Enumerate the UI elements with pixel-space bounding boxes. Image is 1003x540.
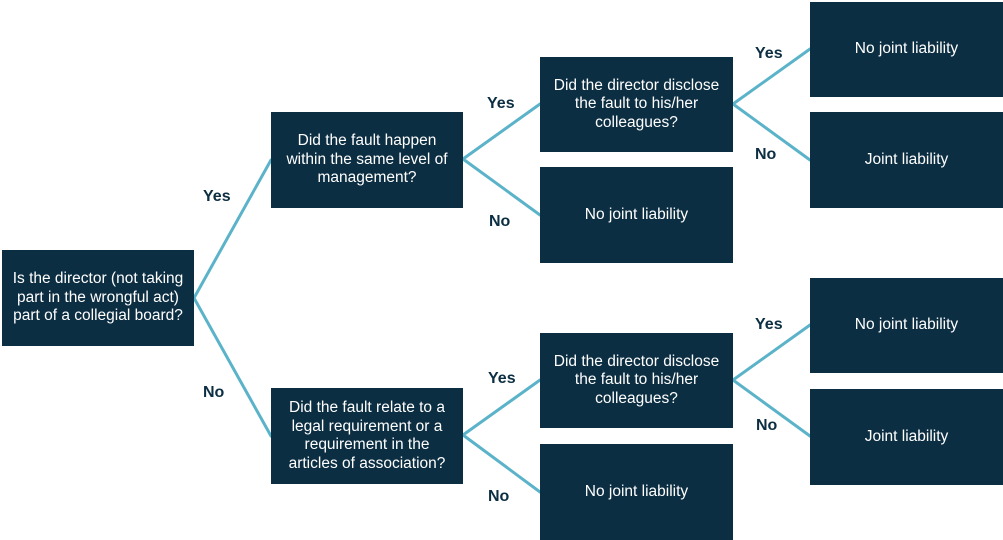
label-legal-req-no: No	[488, 488, 510, 505]
outcome-text: No joint liability	[584, 482, 689, 500]
label-same-level-no: No	[489, 213, 511, 230]
label-disclose-bottom-yes: Yes	[755, 316, 783, 333]
label-disclose-top-no: No	[755, 146, 777, 163]
question-same-level-management: Did the fault happen within the same lev…	[271, 112, 463, 208]
question-disclose-bottom-text: Did the director disclose the fault to h…	[553, 352, 720, 407]
label-root-yes: Yes	[203, 188, 231, 205]
connector-disclose-top-branches	[731, 47, 812, 162]
question-legal-requirement: Did the fault relate to a legal requirem…	[271, 388, 463, 484]
question-disclose-bottom: Did the director disclose the fault to h…	[540, 333, 733, 428]
outcome-joint-liability-top-not-disclosed: Joint liability	[810, 112, 1003, 208]
connector-root-branches	[192, 158, 273, 438]
connector-legal-req-branches	[461, 378, 542, 494]
outcome-text: No joint liability	[584, 205, 689, 223]
outcome-text: No joint liability	[854, 316, 959, 334]
question-disclose-top: Did the director disclose the fault to h…	[540, 57, 733, 152]
outcome-joint-liability-bottom-not-disclosed: Joint liability	[810, 389, 1003, 485]
question-disclose-top-text: Did the director disclose the fault to h…	[553, 76, 720, 131]
outcome-no-joint-liability-legal-req-no: No joint liability	[540, 444, 733, 540]
label-same-level-yes: Yes	[487, 95, 515, 112]
outcome-no-joint-liability-bottom-disclosed: No joint liability	[810, 278, 1003, 373]
connector-disclose-bottom-branches	[731, 323, 812, 438]
question-same-level-management-text: Did the fault happen within the same lev…	[286, 132, 448, 187]
label-disclose-bottom-no: No	[756, 417, 778, 434]
question-legal-requirement-text: Did the fault relate to a legal requirem…	[288, 399, 446, 472]
question-collegial-board-text: Is the director (not taking part in the …	[12, 270, 184, 325]
connector-same-level-branches	[461, 102, 542, 217]
outcome-text: No joint liability	[854, 40, 959, 58]
label-disclose-top-yes: Yes	[755, 45, 783, 62]
outcome-no-joint-liability-same-level-no: No joint liability	[540, 167, 733, 263]
label-root-no: No	[203, 384, 225, 401]
question-collegial-board: Is the director (not taking part in the …	[2, 250, 194, 346]
label-legal-req-yes: Yes	[488, 370, 516, 387]
outcome-text: Joint liability	[864, 150, 949, 168]
outcome-no-joint-liability-top-disclosed: No joint liability	[810, 2, 1003, 97]
outcome-text: Joint liability	[864, 427, 949, 445]
